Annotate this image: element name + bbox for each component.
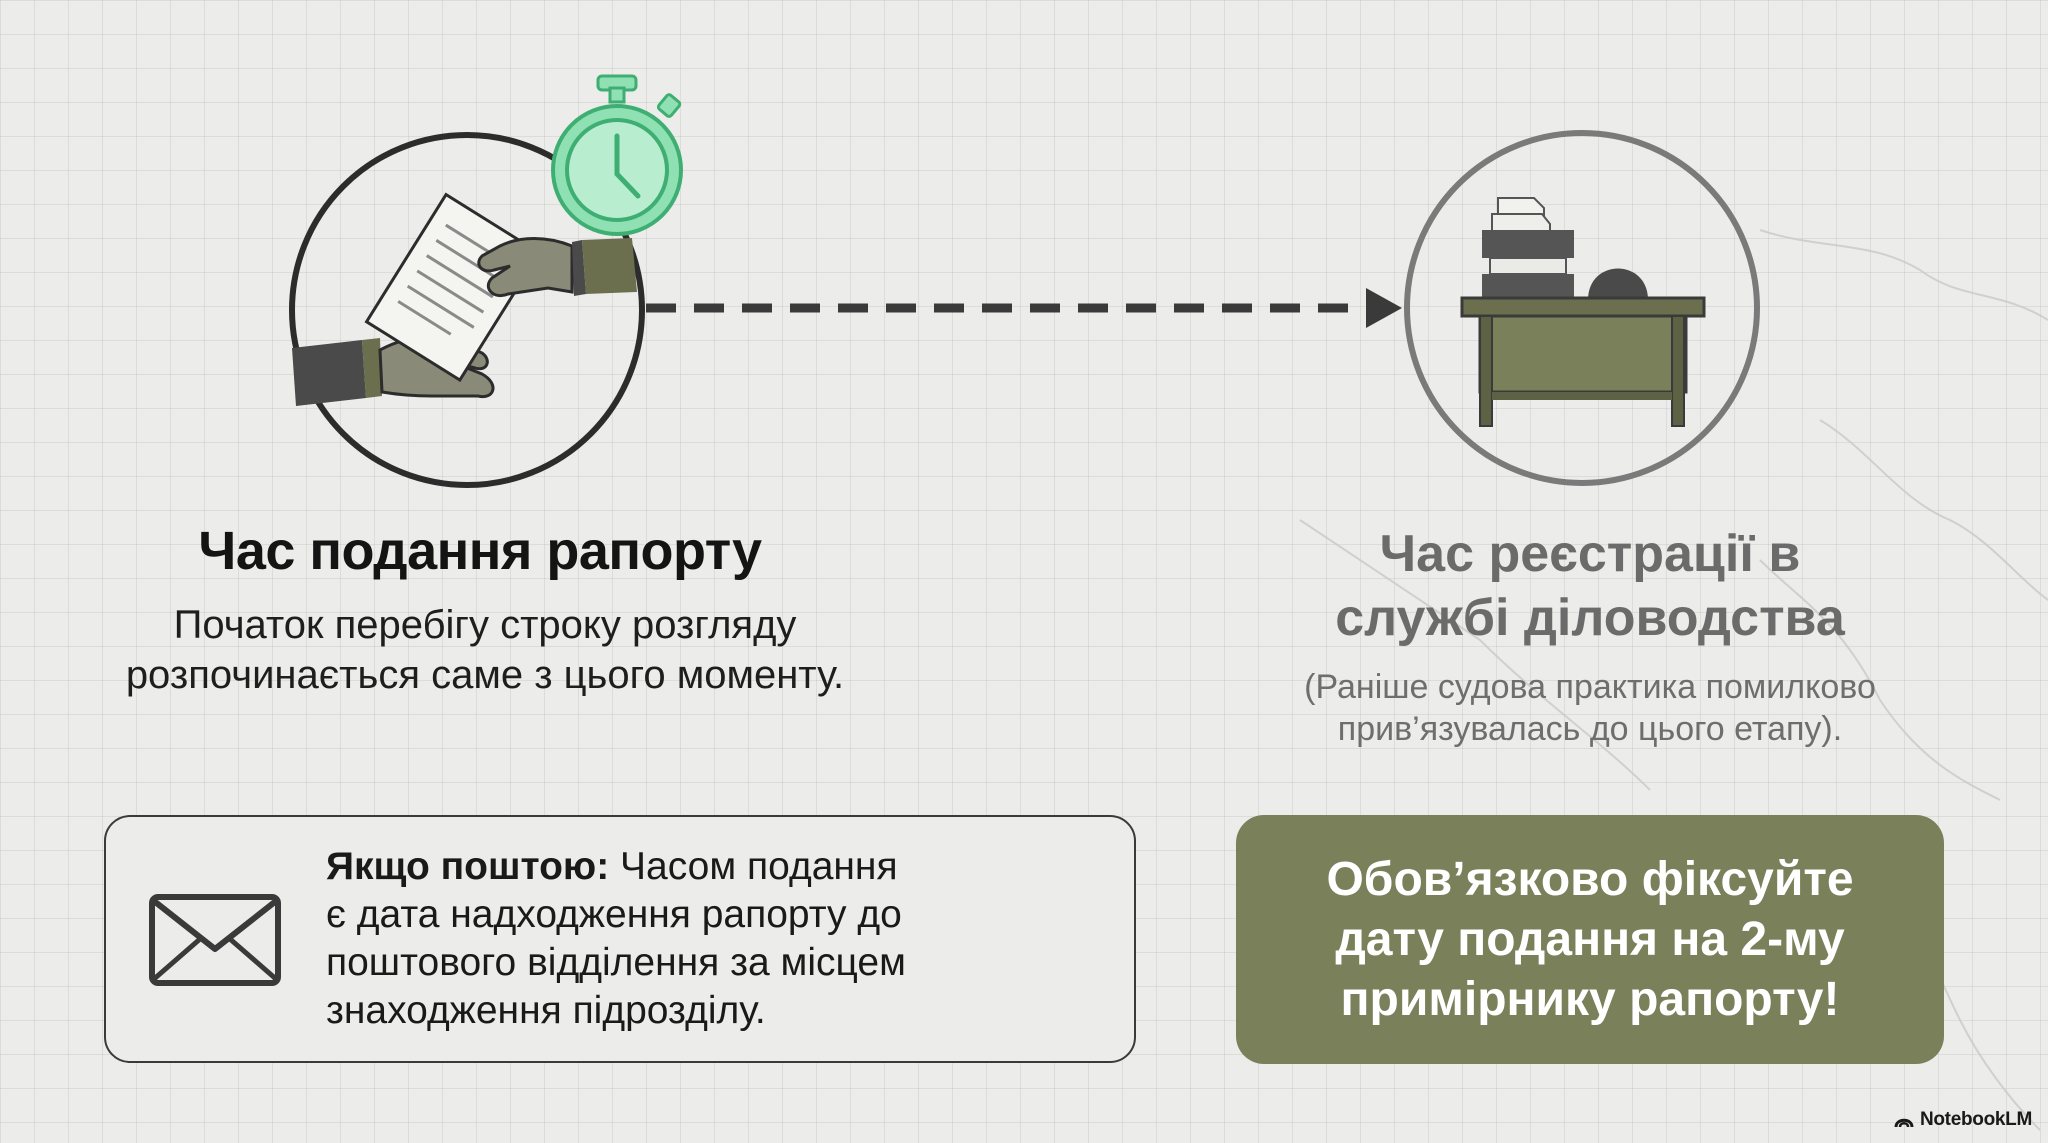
office-desk-icon bbox=[1404, 130, 1760, 486]
mail-note-label: Якщо поштою: bbox=[326, 845, 610, 888]
highlight-note-line: Обов’язково фіксуйте bbox=[1326, 852, 1854, 906]
mail-note-line: поштового відділення за місцем bbox=[326, 941, 906, 984]
right-step-description-line: прив’язувалась до цього етапу). bbox=[1337, 710, 1843, 748]
right-step-description-line: (Раніше судова практика помилково bbox=[1304, 668, 1876, 706]
document-handover-icon bbox=[289, 132, 645, 488]
left-step-description-line: Початок перебігу строку розгляду bbox=[173, 603, 797, 647]
stopwatch-icon bbox=[551, 74, 683, 236]
mail-note-line: є дата надходження рапорту до bbox=[326, 893, 902, 936]
right-step-title-line: службі діловодства bbox=[1335, 589, 1845, 647]
notebooklm-logo-icon bbox=[1894, 1118, 1914, 1128]
mail-note-line: Часом подання bbox=[609, 845, 898, 888]
brand-name: NotebookLM bbox=[1919, 1109, 2032, 1130]
highlight-note-line: дату подання на 2-му bbox=[1335, 912, 1845, 966]
highlight-note-card: Обов’язково фіксуйте дату подання на 2-м… bbox=[1236, 815, 1944, 1064]
right-step-title-line: Час реєстрації в bbox=[1379, 525, 1801, 583]
left-step-description-line: розпочинається саме з цього моменту. bbox=[125, 653, 845, 697]
left-step-title: Час подання рапорту bbox=[198, 521, 762, 581]
mail-note-text: Якщо поштою: Часом подання є дата надход… bbox=[326, 843, 1086, 1035]
left-step-description: Початок перебігу строку розгляду розпочи… bbox=[60, 600, 910, 700]
right-step-description: (Раніше судова практика помилково прив’я… bbox=[1240, 666, 1940, 750]
envelope-icon bbox=[149, 894, 281, 986]
process-arrow bbox=[646, 288, 1402, 328]
brand-watermark: NotebookLM bbox=[1894, 1109, 2032, 1131]
highlight-note-line: примірнику рапорту! bbox=[1340, 972, 1840, 1026]
right-step-title: Час реєстрації в службі діловодства bbox=[1240, 522, 1940, 650]
mail-note-line: знаходження підрозділу. bbox=[326, 989, 766, 1032]
highlight-note-text: Обов’язково фіксуйте дату подання на 2-м… bbox=[1290, 850, 1890, 1030]
